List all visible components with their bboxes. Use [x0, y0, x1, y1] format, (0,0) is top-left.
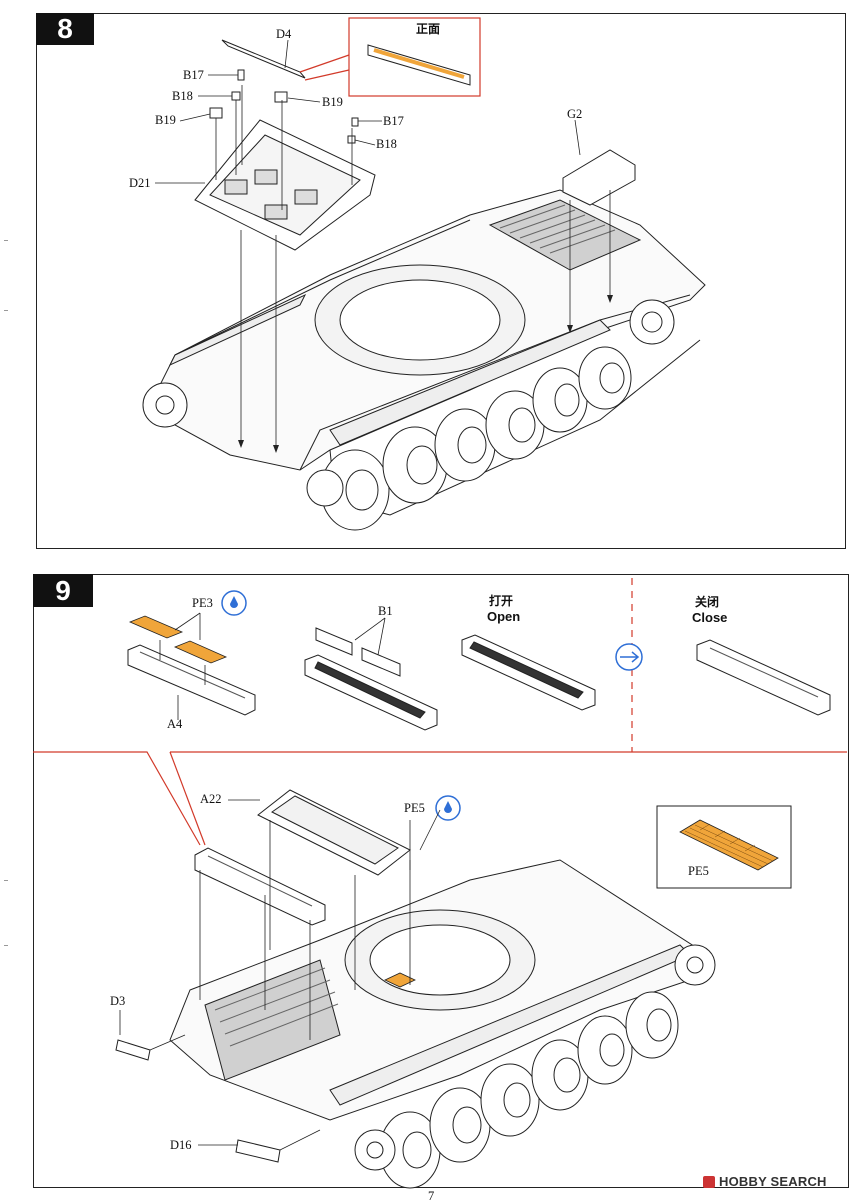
label-b18-right: B18: [376, 137, 397, 151]
label-d4: D4: [276, 27, 292, 41]
close-label-cn: 关闭: [695, 595, 720, 609]
open-label-en: Open: [487, 609, 521, 624]
label-pe5: PE5: [404, 801, 425, 815]
step-8-number: 8: [36, 13, 94, 45]
step-9-number: 9: [33, 574, 93, 607]
label-d21: D21: [129, 176, 151, 190]
scan-mark: [4, 880, 8, 881]
page-number: 7: [428, 1189, 435, 1203]
label-g2: G2: [567, 107, 583, 121]
label-b19-right: B19: [322, 95, 343, 109]
label-b18-top: B18: [172, 89, 193, 103]
watermark: HOBBY SEARCH: [703, 1174, 827, 1189]
close-label-en: Close: [692, 610, 728, 625]
scan-mark: [4, 310, 8, 311]
open-label-cn: 打开: [489, 594, 514, 608]
label-a22: A22: [200, 792, 222, 806]
watermark-logo-icon: [703, 1175, 715, 1188]
label-b19-left: B19: [155, 113, 176, 127]
label-pe3: PE3: [192, 596, 213, 610]
label-d3: D3: [110, 994, 126, 1008]
label-b17-top: B17: [183, 68, 204, 82]
watermark-text: HOBBY SEARCH: [719, 1174, 827, 1189]
label-a4: A4: [167, 717, 183, 731]
label-b1: B1: [378, 604, 393, 618]
callout-front-label: 正面: [416, 22, 441, 36]
label-d16: D16: [170, 1138, 192, 1152]
label-b17-right: B17: [383, 114, 404, 128]
scan-mark: [4, 945, 8, 946]
scan-mark: [4, 240, 8, 241]
label-pe5-inset: PE5: [688, 864, 709, 878]
